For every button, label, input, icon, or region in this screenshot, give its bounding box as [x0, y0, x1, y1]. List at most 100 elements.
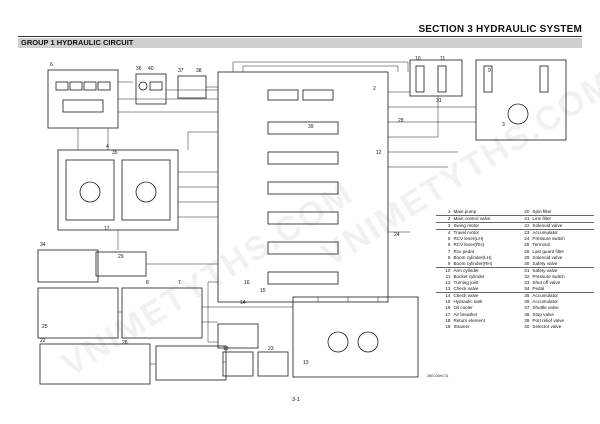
- legend-label: Swing motor: [453, 222, 515, 231]
- motor-section: [121, 159, 171, 221]
- solenoid-valve-block: [39, 343, 151, 385]
- component-number: 40: [148, 66, 154, 72]
- component-number: 34: [40, 242, 46, 248]
- component-number: 38: [196, 68, 202, 74]
- legend-number: 21: [514, 215, 533, 224]
- legend-number: 18: [445, 317, 451, 323]
- component-number: 26: [122, 340, 128, 346]
- drawing-code: 36ED30HC01: [427, 374, 449, 378]
- legend-label: Turning joint: [453, 280, 479, 286]
- motor-symbol: [135, 181, 157, 203]
- legend-label: Solenoid valve: [532, 222, 594, 231]
- component-number: 7: [178, 280, 181, 286]
- legend-number: 12: [445, 280, 451, 286]
- component-number: 37: [178, 68, 184, 74]
- component-number: 16: [244, 280, 250, 286]
- legend-label: Strainer: [453, 323, 470, 329]
- rcv-pedal-block: [37, 287, 119, 339]
- legend-number: 31: [524, 267, 530, 273]
- group-bar: GROUP 1 HYDRAULIC CIRCUIT: [18, 38, 582, 48]
- legend-number: 29: [524, 254, 530, 260]
- legend-label: Boom cylinder(LH): [453, 254, 492, 260]
- legend-number: 15: [445, 299, 451, 305]
- legend-number: 5: [447, 236, 451, 242]
- legend-label: Return element: [453, 317, 485, 323]
- hydraulic-line: [388, 96, 439, 138]
- component-number: 6: [50, 62, 53, 68]
- component-number: 35: [112, 150, 118, 156]
- legend-number: 16: [445, 305, 451, 311]
- legend-label: Rcv pedal: [453, 248, 474, 254]
- legend-number: 9: [436, 260, 454, 268]
- legend-number: 35: [524, 293, 530, 299]
- valve-symbol: [69, 81, 83, 91]
- valve-symbol: [97, 81, 111, 91]
- main-pump-symbol: [327, 331, 349, 353]
- legend-label: Safety valve: [532, 260, 594, 268]
- component-number: 14: [240, 300, 246, 306]
- legend-number: 36: [524, 299, 530, 305]
- component-number: 28: [398, 118, 404, 124]
- component-number: 18: [223, 346, 229, 352]
- component-number: 24: [394, 232, 400, 238]
- valve-spool: [267, 89, 299, 101]
- hydraulic-line: [232, 61, 409, 72]
- legend-number: 7: [447, 248, 451, 254]
- hydraulic-tank-block: [292, 296, 419, 378]
- component-number: 39: [308, 124, 314, 130]
- component-number: 29: [118, 254, 124, 260]
- valve-symbol: [62, 99, 104, 113]
- component-number: 15: [260, 288, 266, 294]
- pedal-block: [37, 249, 99, 283]
- component-number: 10: [415, 56, 421, 62]
- legend-label: RCV lever(RH): [453, 242, 485, 248]
- legend-label: Check valve: [453, 286, 515, 294]
- boom-cylinder-block: [475, 59, 567, 141]
- oil-cooler-block: [217, 323, 259, 349]
- legend-label: Selector valve: [532, 323, 562, 329]
- component-number: 3: [502, 122, 505, 128]
- legend-number: 32: [524, 273, 530, 279]
- component-number: 22: [40, 338, 46, 344]
- legend-number: 22: [514, 222, 533, 231]
- component-number: 25: [42, 324, 48, 330]
- hydraulic-line: [187, 131, 218, 150]
- component-number: 12: [376, 150, 382, 156]
- legend-number: 6: [447, 242, 451, 248]
- legend-label: Safety valve: [532, 267, 558, 273]
- legend-label: Accumulator: [532, 230, 558, 236]
- valve-spool: [267, 211, 339, 225]
- legend-label: Oil cooler: [453, 305, 473, 311]
- legend-number: 3: [436, 222, 454, 231]
- legend-label: Pressure switch: [532, 236, 565, 242]
- circuit-svg: 6 36 40 37 38 2 39 4 35 12 10 11 9 31 3 …: [37, 56, 567, 385]
- page-number: 3-1: [292, 397, 300, 403]
- legend-label: Accumulator: [532, 299, 558, 305]
- component-number: 36: [136, 66, 142, 72]
- main-pump-symbol: [357, 331, 379, 353]
- legend-number: 26: [524, 248, 530, 254]
- valve-spool: [302, 89, 334, 101]
- legend-label: Solenoid valve: [532, 254, 563, 260]
- legend-label: Bucket cylinder: [453, 273, 485, 279]
- legend-number: 33: [524, 280, 530, 286]
- legend-number: 40: [524, 323, 530, 329]
- legend-number: 19: [445, 323, 451, 329]
